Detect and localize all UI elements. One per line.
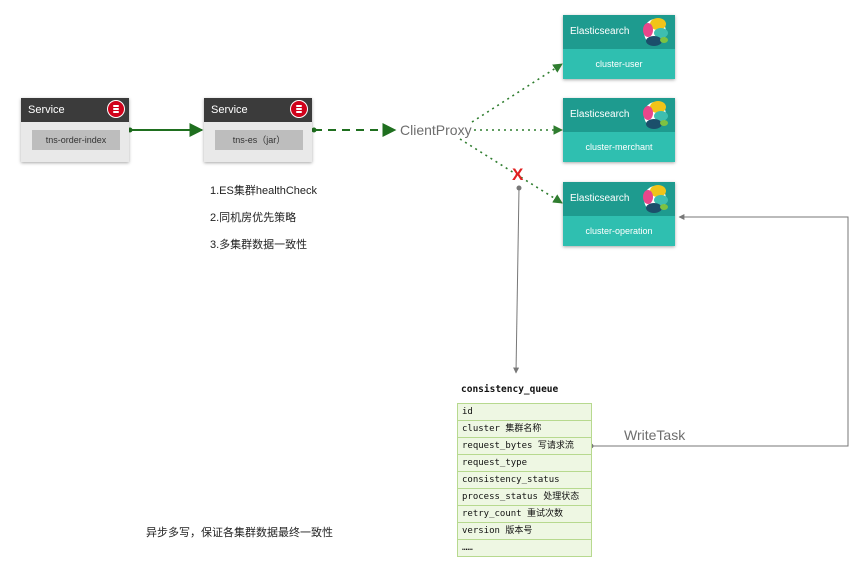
es-header: Elasticsearch — [563, 182, 675, 216]
feature-note-2: 2.同机房优先策略 — [210, 212, 297, 224]
failure-to-queue-line — [513, 187, 520, 374]
service-card-order-index: Service tns-order-index — [21, 98, 129, 162]
queue-field: …… — [462, 543, 473, 553]
service-header: Service — [21, 98, 129, 122]
service-card-tns-es: Service tns-es（jar） — [204, 98, 312, 162]
queue-field: request_bytes 写请求流 — [458, 438, 591, 455]
service-header-label: Service — [211, 104, 248, 116]
es-header: Elasticsearch — [563, 15, 675, 49]
queue-field: process_status 处理状态 — [458, 489, 591, 506]
queue-field: id — [458, 404, 591, 421]
service-header: Service — [204, 98, 312, 122]
queue-field: cluster 集群名称 — [458, 421, 591, 438]
queue-field: consistency_status — [458, 472, 591, 489]
failure-dot — [516, 185, 522, 191]
database-icon — [107, 100, 125, 118]
service-body-label: tns-es（jar） — [215, 130, 303, 150]
elasticsearch-logo-icon — [643, 101, 668, 129]
es-header-label: Elasticsearch — [570, 109, 630, 120]
es-header-label: Elasticsearch — [570, 193, 630, 204]
es-cluster-name: cluster-user — [563, 49, 675, 79]
write-task-label: WriteTask — [624, 427, 686, 443]
proxy-to-operation-line — [459, 138, 563, 204]
proxy-link-dot — [311, 127, 317, 133]
es-cluster-operation: Elasticsearch cluster-operation — [563, 182, 675, 246]
elasticsearch-logo-icon — [643, 185, 668, 213]
service-header-label: Service — [28, 104, 65, 116]
proxy-to-user-line — [471, 63, 563, 123]
write-task-line — [591, 214, 849, 447]
es-cluster-merchant: Elasticsearch cluster-merchant — [563, 98, 675, 162]
queue-title: consistency_queue — [461, 384, 559, 395]
feature-note-3: 3.多集群数据一致性 — [210, 239, 308, 251]
service-body-label: tns-order-index — [32, 130, 120, 150]
elasticsearch-logo-icon — [643, 18, 668, 46]
async-write-note: 异步多写，保证各集群数据最终一致性 — [146, 527, 333, 539]
queue-field: version 版本号 — [458, 523, 591, 540]
queue-field: request_type — [458, 455, 591, 472]
feature-note-1: 1.ES集群healthCheck — [210, 185, 317, 197]
queue-table: id cluster 集群名称 request_bytes 写请求流 reque… — [457, 403, 592, 557]
es-cluster-name: cluster-merchant — [563, 132, 675, 162]
es-header-label: Elasticsearch — [570, 26, 630, 37]
database-icon — [290, 100, 308, 118]
es-cluster-user: Elasticsearch cluster-user — [563, 15, 675, 79]
es-cluster-name: cluster-operation — [563, 216, 675, 246]
queue-field: retry_count 重试次数 — [458, 506, 591, 523]
es-header: Elasticsearch — [563, 98, 675, 132]
write-failure-mark: X — [512, 165, 524, 184]
client-proxy-label: ClientProxy — [400, 122, 472, 138]
